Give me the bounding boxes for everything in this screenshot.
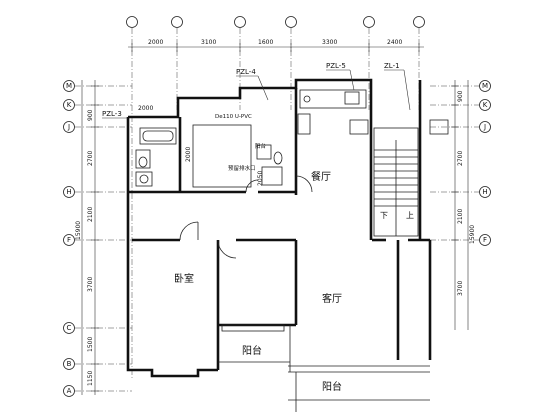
room-bedroom: 卧室 [174, 272, 194, 285]
axis-left-m: M [66, 82, 72, 90]
inner-dim-bath: 2000 [138, 105, 153, 112]
axis-right-m: M [482, 82, 488, 90]
room-balcony-2: 阳台 [322, 380, 342, 393]
left-dim-3: 2100 [87, 207, 94, 222]
stairwell: 下 上 [349, 119, 449, 237]
doors [179, 175, 313, 332]
inner-dim-small-b: 2050 [257, 171, 264, 186]
axis-right-f: F [483, 236, 487, 244]
left-dim-6: 1150 [87, 371, 94, 386]
pipe-note: 预留排水口 [228, 164, 256, 172]
inner-dim-small-a: 2000 [185, 147, 192, 162]
top-dim-3: 1600 [258, 39, 273, 46]
left-dimension-chain: 900 2700 2100 3700 1500 1150 15900 [75, 80, 99, 395]
room-labels: 餐厅 卧室 客厅 阳台 阳台 [174, 170, 342, 393]
axis-left-c: C [67, 324, 72, 332]
top-axis-markers [126, 16, 425, 380]
axis-left-j: J [67, 123, 70, 131]
room-living: 客厅 [322, 292, 342, 305]
axis-right-h: H [482, 188, 487, 196]
right-dim-4: 3700 [457, 281, 464, 296]
top-dim-1: 2000 [148, 39, 163, 46]
pipe-tag-p4: PZL-4 [236, 68, 256, 76]
pvc-label: De110 U-PVC [215, 114, 252, 120]
left-dim-1: 900 [87, 109, 94, 121]
right-dim-1: 900 [457, 90, 464, 102]
pipe-tag-p5: PZL-5 [326, 62, 346, 70]
pipe-tag-p1: ZL-1 [384, 62, 400, 70]
stair-up-label: 上 [406, 211, 414, 220]
axis-right-j: J [483, 123, 486, 131]
right-dim-3: 2100 [457, 209, 464, 224]
top-dim-2: 3100 [201, 39, 216, 46]
room-dining: 餐厅 [311, 170, 331, 183]
left-dim-4: 3700 [87, 277, 94, 292]
bathroom-fixtures [135, 89, 367, 188]
right-dim-2: 2700 [457, 151, 464, 166]
axis-left-k: K [67, 101, 72, 109]
right-dimension-chain: 900 2700 2100 3700 15900 [451, 80, 476, 330]
left-dim-total: 15900 [75, 221, 82, 240]
axis-left-f: F [67, 236, 71, 244]
top-dimension-chain: 2000 3100 1600 3300 2400 [128, 39, 424, 52]
left-dim-5: 1500 [87, 337, 94, 352]
axis-left-b: B [67, 360, 72, 368]
left-dim-2: 2700 [87, 151, 94, 166]
axis-left-h: H [66, 188, 71, 196]
top-dim-5: 2400 [387, 39, 402, 46]
axis-left-a: A [67, 387, 72, 395]
right-dim-total: 15900 [469, 225, 476, 244]
pipe-tag-p3: PZL-3 [102, 110, 122, 118]
walls [126, 78, 432, 412]
stair-down-label: 下 [380, 211, 388, 220]
left-axis-markers: M K J H F C B A [63, 80, 132, 397]
top-dim-4: 3300 [322, 39, 337, 46]
room-balcony-1: 阳台 [242, 344, 262, 357]
axis-right-k: K [483, 101, 488, 109]
pipe-tags: PZL-3 PZL-4 PZL-5 ZL-1 De110 U-PVC 预留排水口… [102, 62, 411, 186]
pipe-note-2: 阳台 [255, 142, 267, 150]
